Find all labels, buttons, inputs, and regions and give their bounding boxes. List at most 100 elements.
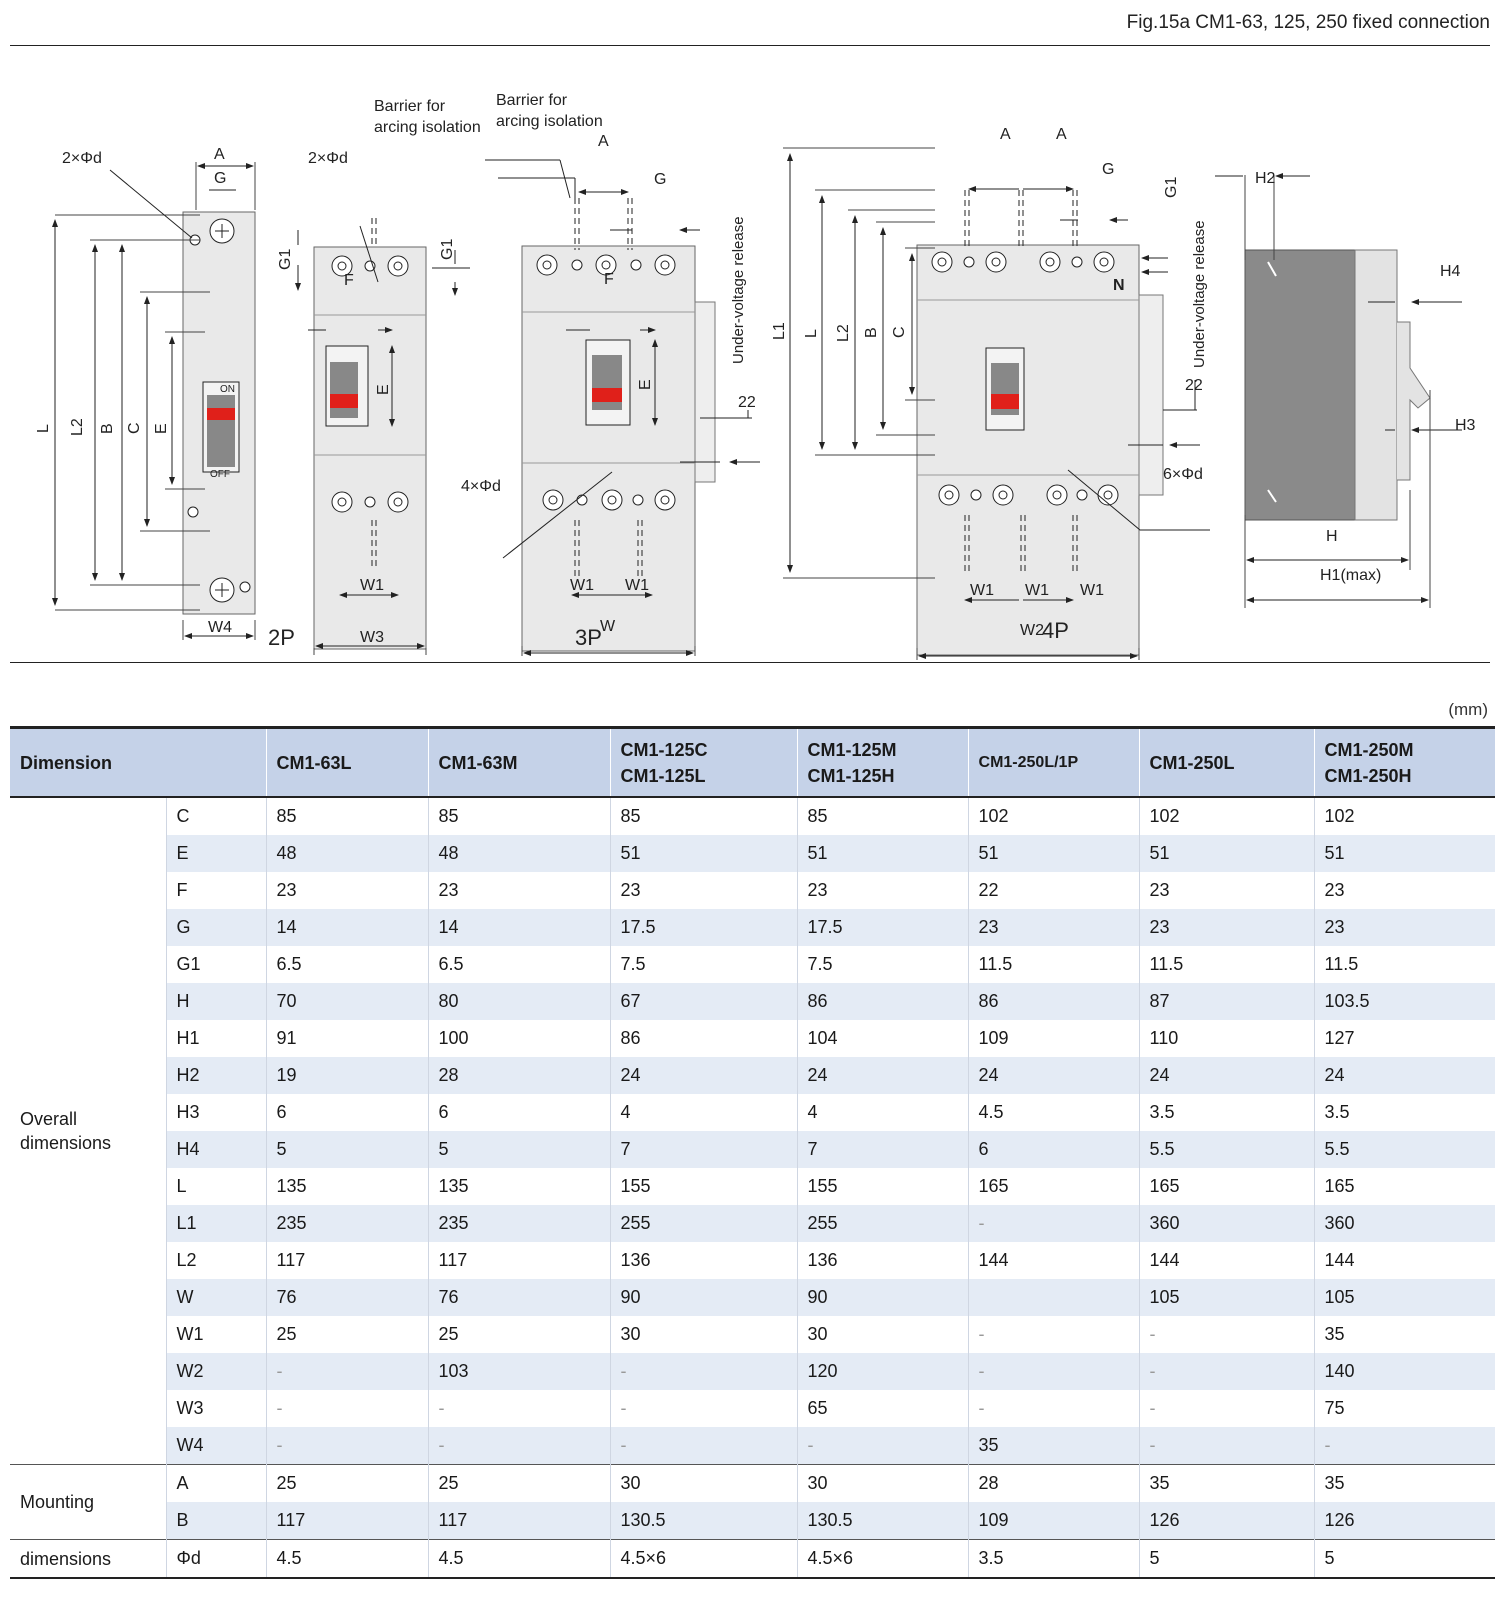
dim-label: A	[1056, 126, 1067, 143]
header-model: CM1-125M CM1-125H	[796, 726, 969, 798]
dim-label: G	[214, 170, 226, 187]
label-on: ON	[220, 384, 235, 395]
dimension-value: 48	[427, 835, 611, 872]
view-2p	[308, 218, 470, 655]
label-1p-holes: 2×Φd	[62, 150, 102, 167]
dimension-value: 76	[427, 1279, 611, 1316]
dim-label: G	[654, 171, 666, 188]
dimension-symbol: C	[165, 797, 267, 835]
dimension-value: 23	[796, 872, 969, 909]
header-model: CM1-63M	[427, 726, 611, 798]
dimension-value: 23	[1313, 909, 1496, 946]
dimension-value: 30	[796, 1464, 969, 1502]
view-label-4p: 4P	[1042, 618, 1069, 643]
dimension-value: 144	[1138, 1242, 1315, 1279]
dimension-value: 135	[427, 1168, 611, 1205]
dimension-symbol: Φd	[165, 1539, 267, 1579]
dimension-value: 120	[796, 1353, 969, 1390]
label-undervoltage-3p: Under-voltage release	[730, 216, 747, 364]
dimension-value: 70	[265, 983, 429, 1020]
dim-label: W1	[970, 582, 994, 599]
dimension-value: 4	[609, 1094, 798, 1131]
dim-label: G1	[1163, 177, 1180, 198]
dimension-symbol: W4	[165, 1427, 267, 1465]
dimension-symbol: W2	[165, 1353, 267, 1390]
header-model: CM1-125C CM1-125L	[609, 726, 798, 798]
dimension-value: 126	[1313, 1502, 1496, 1540]
dimension-value: 144	[967, 1242, 1140, 1279]
dimension-value: 22	[967, 872, 1140, 909]
dim-label: L	[35, 424, 52, 433]
section-divider	[10, 662, 1490, 663]
dim-label: G1	[439, 239, 456, 260]
dim-label: W1	[625, 577, 649, 594]
dimension-value: 105	[1313, 1279, 1496, 1316]
dimension-value: -	[427, 1390, 611, 1427]
label-off: OFF	[210, 469, 230, 480]
dimension-symbol: A	[165, 1464, 267, 1502]
dimension-value: 105	[1138, 1279, 1315, 1316]
dimension-value: 85	[796, 797, 969, 835]
dimension-symbol: H3	[165, 1094, 267, 1131]
dimension-symbol: L2	[165, 1242, 267, 1279]
dimension-symbol: H	[165, 983, 267, 1020]
group-label: Overall dimensions	[10, 797, 166, 1465]
dimension-value: 35	[1313, 1464, 1496, 1502]
table-row: W4----35--	[10, 1427, 1496, 1465]
label-undervoltage-4p: Under-voltage release	[1191, 220, 1208, 368]
dimension-value: 6.5	[265, 946, 429, 983]
dimension-value: 130.5	[609, 1502, 798, 1540]
dimension-value: 4.5×6	[609, 1539, 798, 1579]
dimension-value: 19	[265, 1057, 429, 1094]
dimension-value: 91	[265, 1020, 429, 1057]
dimension-value: 25	[265, 1316, 429, 1353]
dimension-symbol: G	[165, 909, 267, 946]
dimension-value: 104	[796, 1020, 969, 1057]
dimension-value: 3.5	[967, 1539, 1140, 1579]
dim-label: C	[126, 422, 143, 434]
dimension-value: 30	[796, 1316, 969, 1353]
dimension-value: 6	[265, 1094, 429, 1131]
dim-label: A	[1000, 126, 1011, 143]
dimension-value: -	[796, 1427, 969, 1465]
dim-label: W1	[1025, 582, 1049, 599]
dimension-symbol: L	[165, 1168, 267, 1205]
dimension-value: 103	[427, 1353, 611, 1390]
dimension-value: 24	[967, 1057, 1140, 1094]
dimension-value: 100	[427, 1020, 611, 1057]
label-n: N	[1113, 277, 1125, 294]
dim-label: A	[214, 146, 225, 163]
dimension-value: 7	[796, 1131, 969, 1168]
table-row: W2-103-120--140	[10, 1353, 1496, 1390]
dim-label: W1	[570, 577, 594, 594]
dimension-symbol: F	[165, 872, 267, 909]
dim-label: H4	[1440, 263, 1461, 280]
dimension-value: 23	[1138, 909, 1315, 946]
label-barrier1-line1: Barrier for	[374, 98, 446, 115]
dimension-value: 51	[1313, 835, 1496, 872]
dimension-value: 25	[427, 1316, 611, 1353]
dim-label: W4	[208, 619, 232, 636]
dimension-value: 76	[265, 1279, 429, 1316]
label-barrier2-line1: Barrier for	[496, 92, 568, 109]
dim-label: W3	[360, 629, 384, 646]
dimension-value: 51	[609, 835, 798, 872]
dimension-value: 165	[1313, 1168, 1496, 1205]
dimension-value: 360	[1138, 1205, 1315, 1242]
view-label-3p: 3P	[575, 625, 602, 650]
dim-label: C	[891, 326, 908, 338]
dimension-symbol: E	[165, 835, 267, 872]
dimension-value: 35	[1138, 1464, 1315, 1502]
dimension-value: 5.5	[1313, 1131, 1496, 1168]
view-4p	[783, 147, 1210, 660]
dimension-value: 3.5	[1138, 1094, 1315, 1131]
dimension-symbol: B	[165, 1502, 267, 1540]
dimension-value: 11.5	[967, 946, 1140, 983]
dimension-value: 80	[427, 983, 611, 1020]
dim-label: H3	[1455, 417, 1476, 434]
dimension-value: 7.5	[609, 946, 798, 983]
